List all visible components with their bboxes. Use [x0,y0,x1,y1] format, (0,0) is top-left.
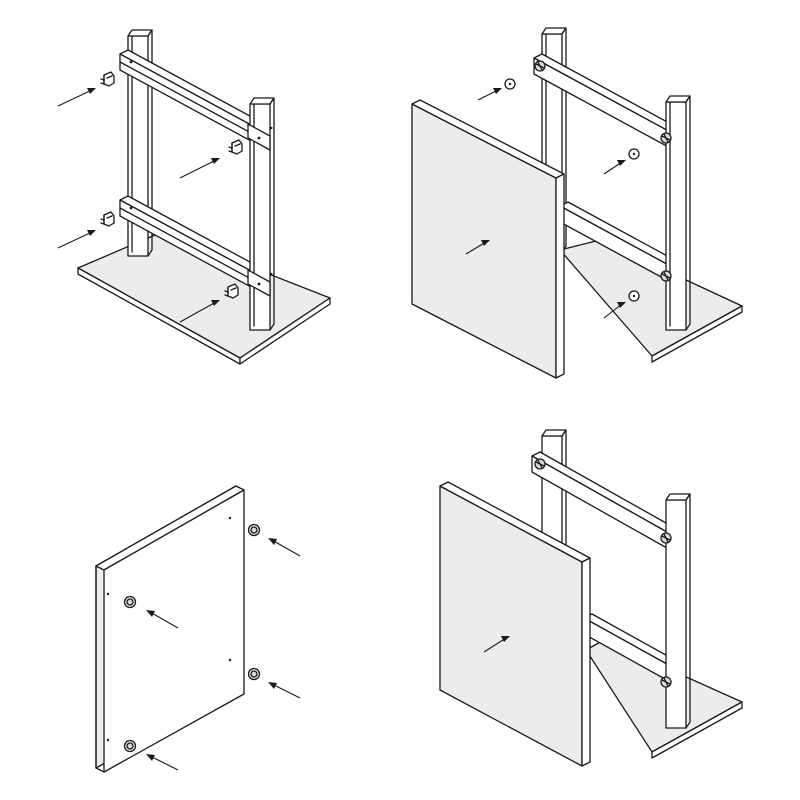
dowel-icon [247,667,261,681]
cam-disc-icon [628,148,640,160]
step-3-insert-dowels [95,485,301,773]
insert-arrow-icon [477,88,502,101]
push-arrow-icon [465,240,490,255]
insert-arrow-icon [603,302,626,319]
cam-bolt-icon [534,60,546,72]
insert-arrow-icon [179,158,220,179]
insert-arrow-icon [146,754,179,771]
dowel-icon [123,595,137,609]
dowel-icon [247,523,261,537]
cam-fitting-icon [228,139,243,155]
insert-arrow-icon [57,88,96,107]
step-2-attach-side-panel [411,27,743,379]
push-arrow-icon [483,636,510,653]
insert-arrow-icon [268,682,301,699]
insert-arrow-icon [146,610,179,629]
step-1-frame-with-fittings [57,29,331,365]
insert-arrow-icon [57,230,96,249]
insert-arrow-icon [268,538,301,557]
cam-bolt-icon [660,532,672,544]
cam-fitting-icon [100,71,115,87]
step-4-attach-panel-to-frame [439,429,743,767]
cam-fitting-icon [100,211,115,227]
cam-disc-icon [504,78,516,90]
dowel-icon [123,739,137,753]
cam-bolt-icon [660,676,672,688]
cam-bolt-icon [534,458,546,470]
insert-arrow-icon [179,300,220,323]
cam-bolt-icon [660,132,672,144]
cam-disc-icon [628,290,640,302]
cam-bolt-icon [660,270,672,282]
insert-arrow-icon [603,160,626,175]
